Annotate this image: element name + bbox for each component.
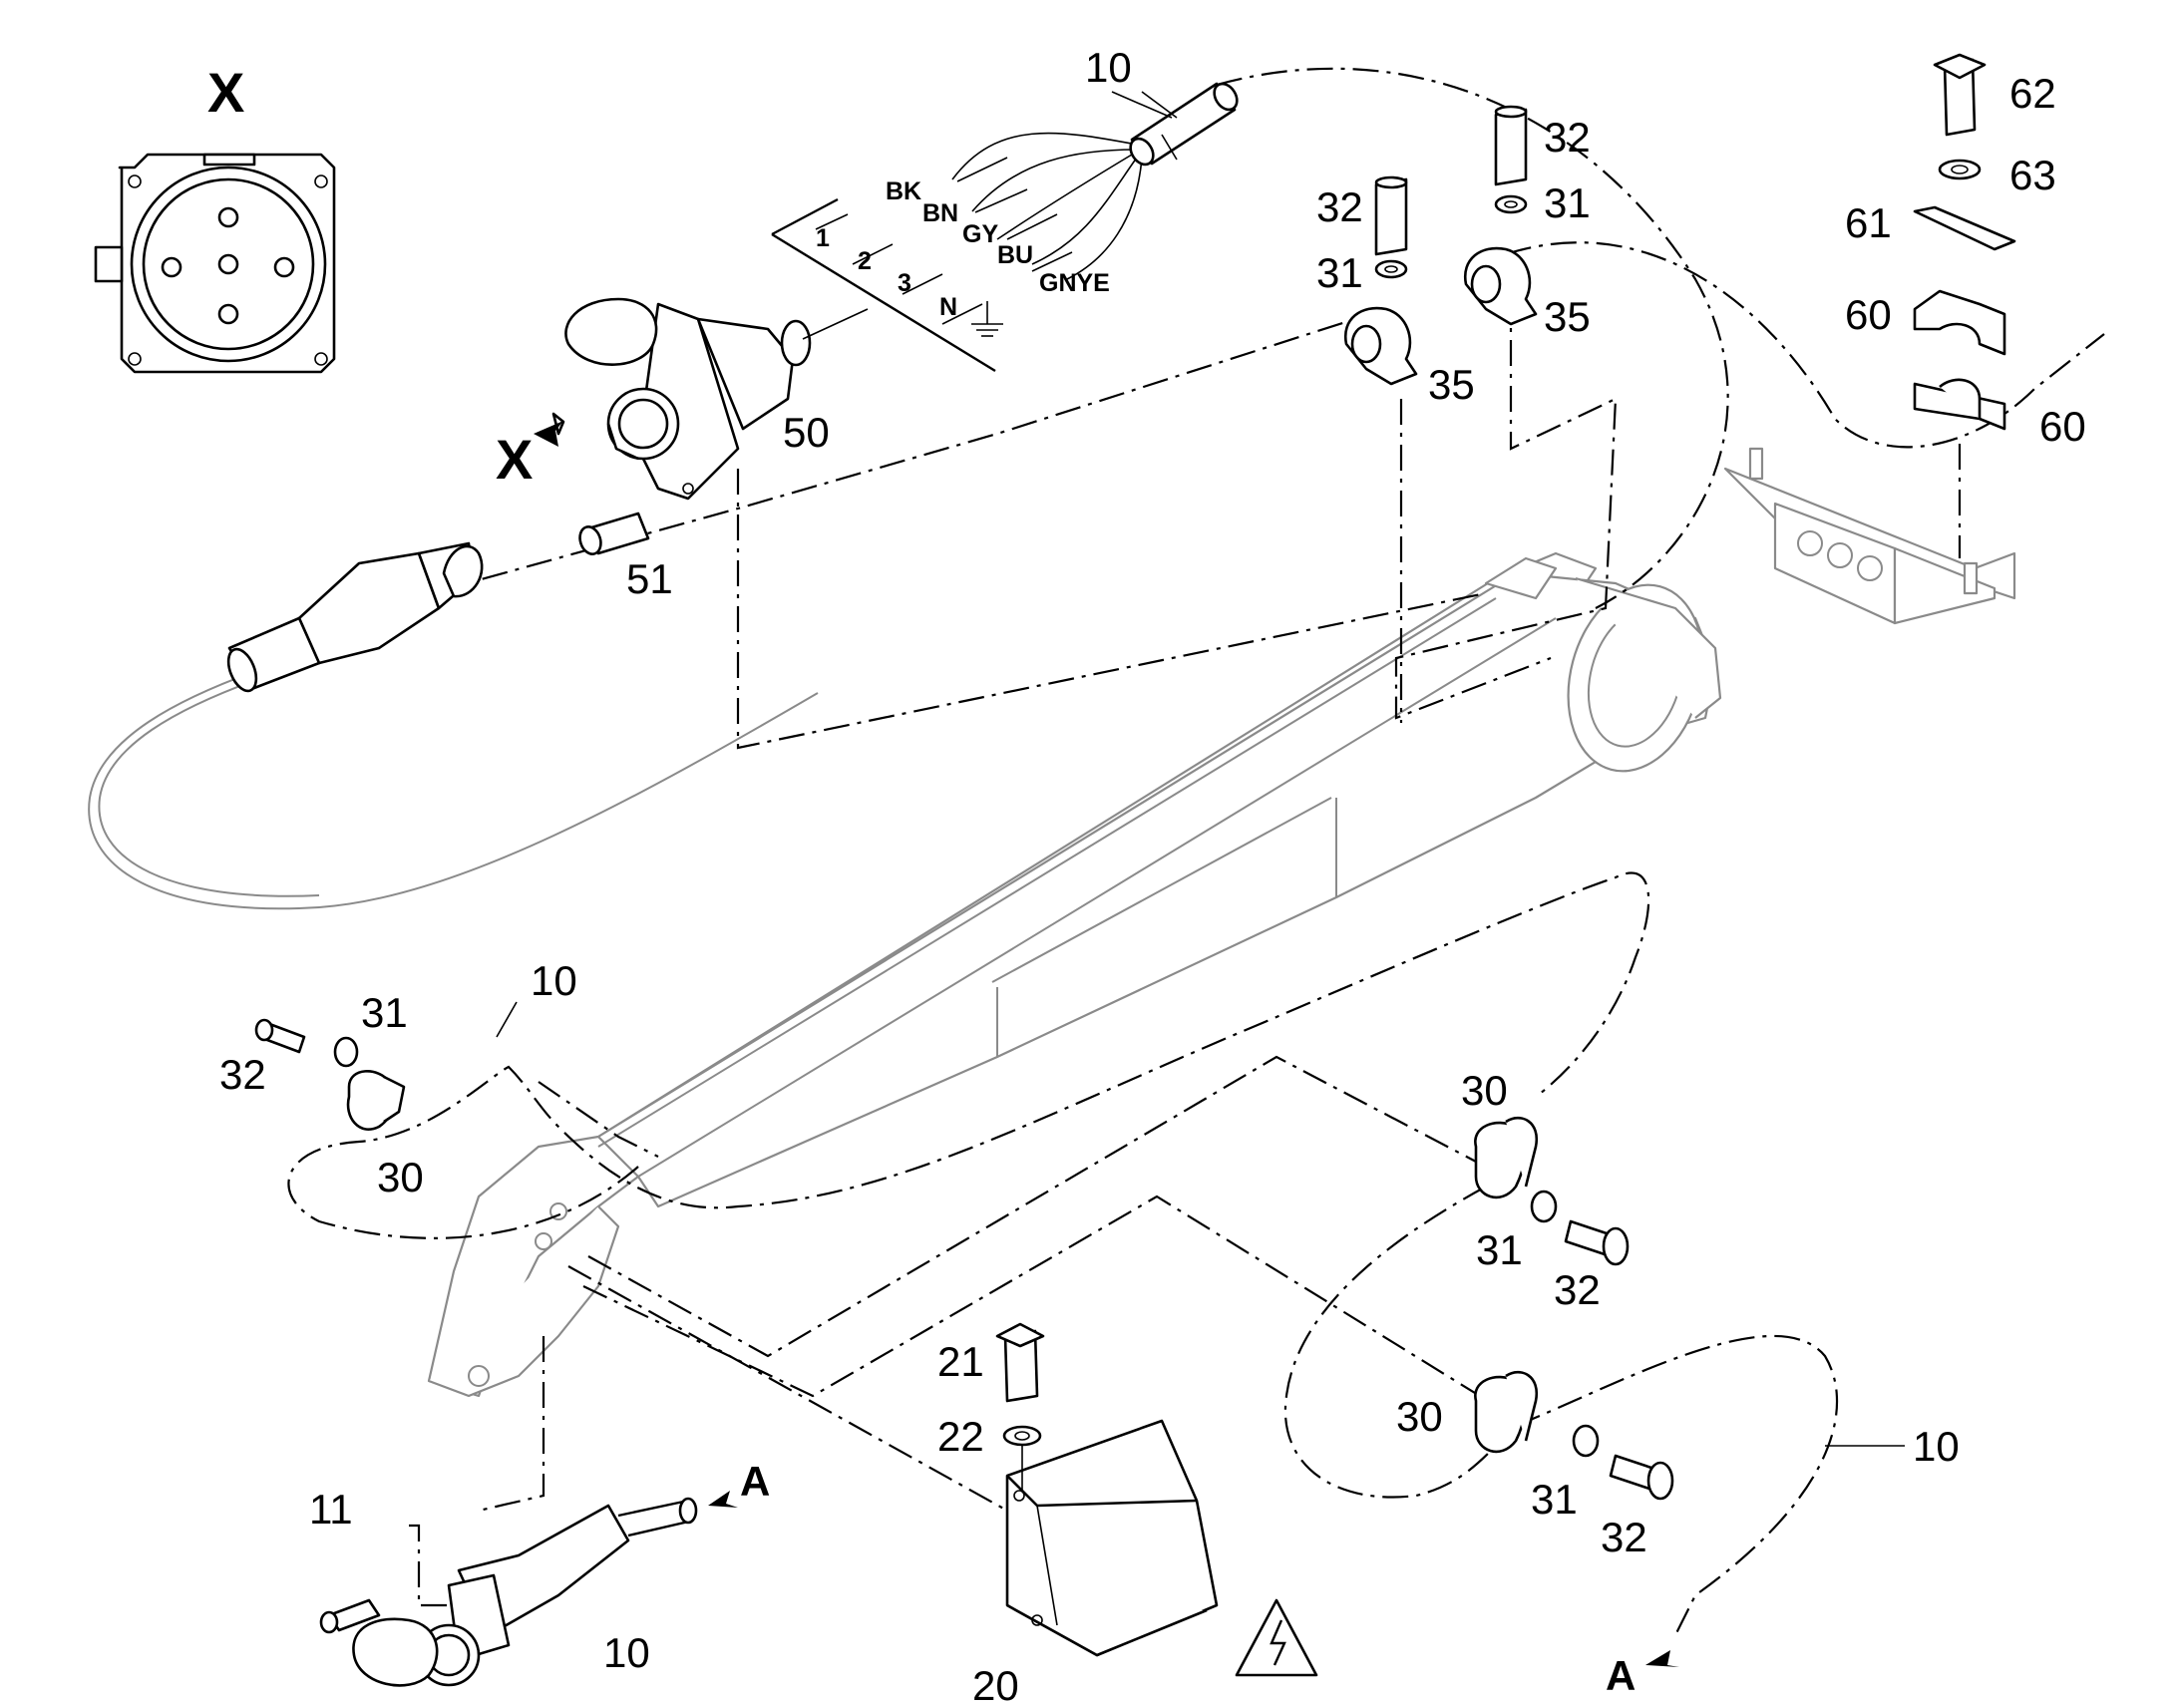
- callout-35-a: 35: [1428, 361, 1475, 408]
- pin-1-label: 1: [816, 224, 830, 252]
- callout-20: 20: [972, 1662, 1019, 1708]
- view-a-marker-top: A: [740, 1458, 770, 1505]
- callout-35-b: 35: [1544, 293, 1591, 340]
- callout-31-b: 31: [1544, 179, 1591, 226]
- pin-n-label: N: [939, 293, 957, 321]
- callout-32-a: 32: [1316, 183, 1363, 230]
- plug-cable-end: [226, 541, 484, 693]
- pin-2-label: 2: [858, 247, 872, 275]
- callout-32-c: 32: [219, 1051, 266, 1098]
- callout-21: 21: [937, 1338, 984, 1385]
- callout-10-mid: 10: [531, 957, 577, 1004]
- socket-50: [551, 297, 869, 555]
- callout-63: 63: [2009, 152, 2056, 198]
- callout-10-bottom: 10: [603, 1629, 650, 1676]
- callout-10-top: 10: [1085, 44, 1132, 91]
- callout-22: 22: [937, 1413, 984, 1460]
- callout-31-c: 31: [361, 989, 408, 1036]
- callout-leaders: [496, 91, 1905, 1447]
- callout-62: 62: [2009, 70, 2056, 117]
- callout-32-b: 32: [1544, 114, 1591, 161]
- view-x-socket-face: [94, 153, 336, 374]
- callout-61: 61: [1845, 199, 1892, 246]
- view-a-marker-bottom: A: [1606, 1652, 1635, 1699]
- callout-11: 11: [309, 1486, 353, 1533]
- labels: X X BK BN GY BU GNYE 1 2 3 N 10 32 31 32…: [207, 44, 2086, 1708]
- view-x-marker: X: [496, 428, 533, 491]
- arrow-a-top-icon: [708, 1491, 738, 1508]
- callout-32-d: 32: [1554, 1266, 1601, 1313]
- callout-10-right: 10: [1913, 1423, 1960, 1470]
- wire-bu-label: BU: [997, 241, 1033, 269]
- view-arrows: [534, 421, 1679, 1667]
- wire-gnye-label: GNYE: [1039, 269, 1110, 297]
- callout-51: 51: [626, 555, 673, 602]
- arrow-a-bottom-icon: [1645, 1650, 1679, 1667]
- wire-bk-label: BK: [886, 177, 921, 205]
- callout-50: 50: [783, 409, 830, 456]
- cover-20: [995, 1322, 1318, 1677]
- wire-bn-label: BN: [922, 199, 958, 227]
- clamp-stack-60-63: [1913, 53, 2016, 431]
- view-x-title: X: [207, 61, 244, 124]
- callout-30-c: 30: [1396, 1393, 1443, 1440]
- boom-arm: [88, 447, 2016, 1398]
- clamp-group-left: [254, 1018, 406, 1131]
- callout-31-a: 31: [1316, 249, 1363, 296]
- callout-31-d: 31: [1476, 1226, 1523, 1273]
- callout-60-b: 60: [2039, 403, 2086, 450]
- wiring-schematic: [771, 82, 1239, 373]
- clamp-group-top: [1343, 105, 1538, 386]
- callout-31-e: 31: [1531, 1476, 1578, 1523]
- arrow-x-icon: [534, 421, 563, 447]
- callout-60-a: 60: [1845, 291, 1892, 338]
- clamp-group-right: [1474, 1116, 1674, 1501]
- callout-30-b: 30: [1461, 1067, 1508, 1114]
- callout-30-a: 30: [377, 1154, 424, 1200]
- wire-gy-label: GY: [962, 220, 998, 248]
- callout-32-e: 32: [1601, 1514, 1647, 1560]
- pin-3-label: 3: [898, 269, 911, 297]
- socket-bottom: [319, 1497, 698, 1687]
